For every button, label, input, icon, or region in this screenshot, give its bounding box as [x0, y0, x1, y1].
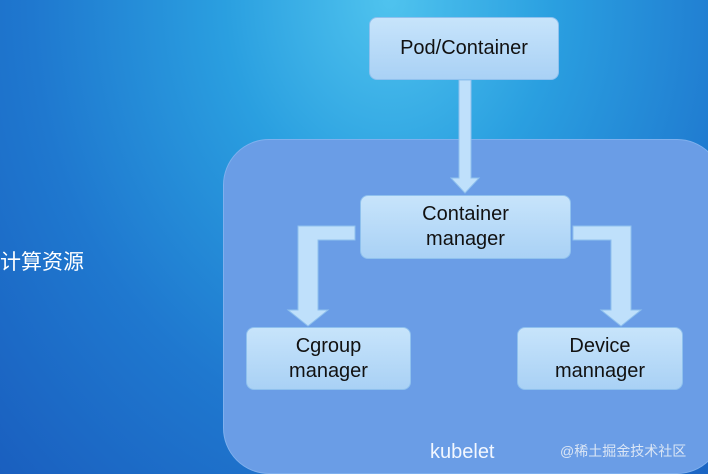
- side-label: 计算资源: [0, 251, 84, 274]
- kubelet-label: kubelet: [430, 441, 495, 463]
- cgroup-manager-label-line1: Cgroup: [295, 334, 362, 357]
- container-manager-label-line1: Container: [422, 203, 509, 225]
- cgroup-manager-node: Cgroup manager: [246, 327, 411, 390]
- container-manager-label-line2: manager: [426, 228, 505, 250]
- cgroup-manager-label-line2: manager: [289, 359, 368, 382]
- device-manager-label-line1: Device: [569, 334, 631, 357]
- device-manager-node: Device mannager: [517, 327, 683, 390]
- pod-container-label: Pod/Container: [400, 37, 528, 59]
- device-manager-label-line2: mannager: [554, 359, 646, 382]
- container-manager-node: Container manager: [360, 195, 571, 259]
- arrow-container-manager-to-cgroup: [286, 225, 356, 327]
- watermark: @稀土掘金技术社区: [560, 443, 687, 459]
- pod-container-node: Pod/Container: [369, 17, 559, 80]
- arrow-pod-to-container-manager: [449, 79, 481, 194]
- arrow-container-manager-to-device: [572, 225, 643, 327]
